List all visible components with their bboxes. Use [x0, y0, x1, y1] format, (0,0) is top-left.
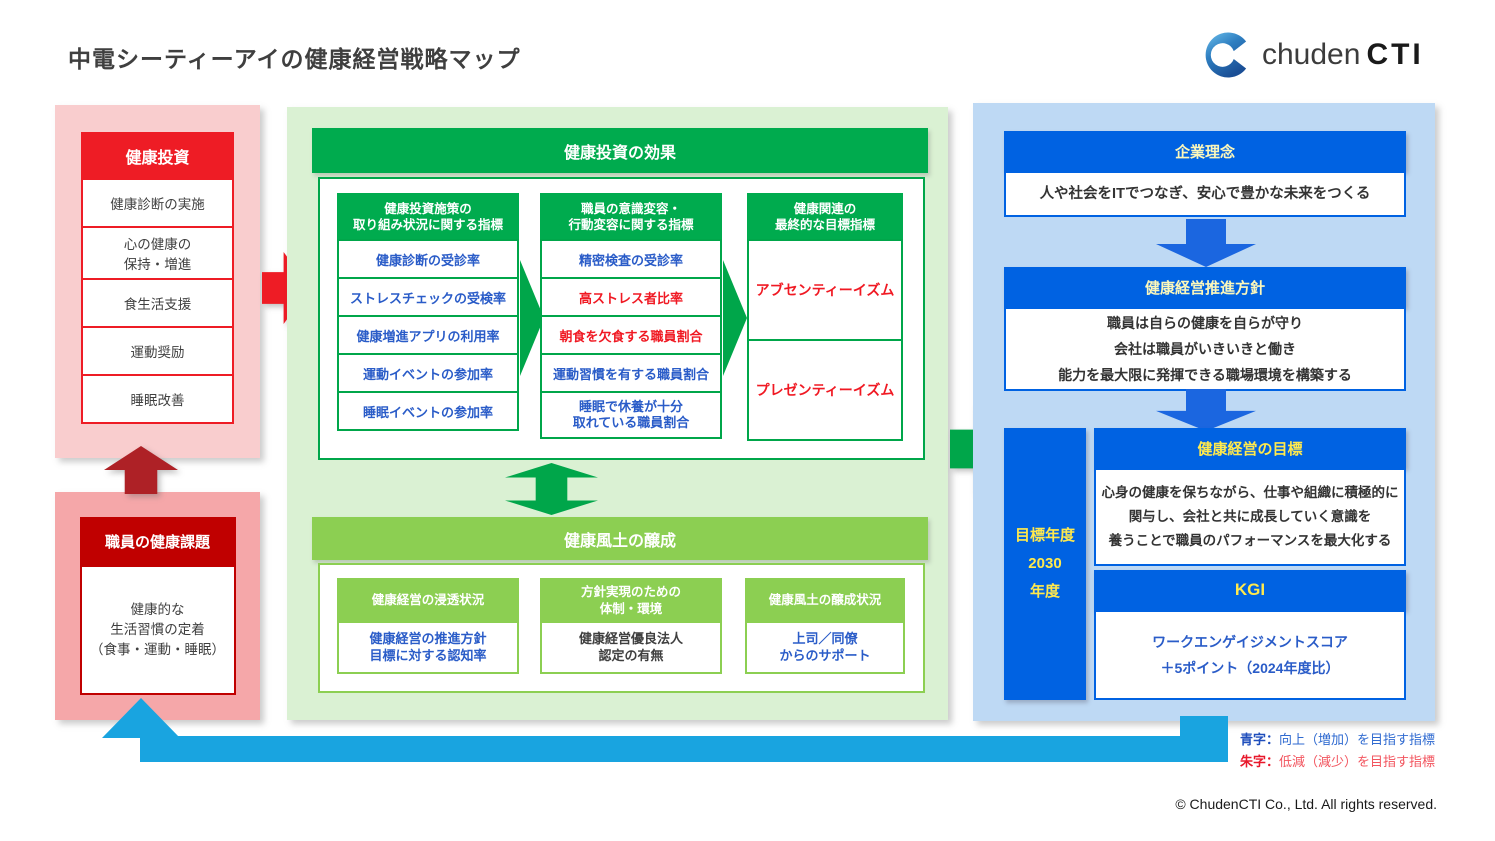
culture-box-structure-body: 健康経営優良法人 認定の有無 — [540, 621, 722, 674]
indicator-cell: 睡眠で休養が十分 取れている職員割合 — [540, 391, 722, 439]
investment-item-diet: 食生活支援 — [81, 278, 234, 328]
investment-item-mental: 心の健康の 保持・増進 — [81, 226, 234, 280]
indicator-cell: 運動イベントの参加率 — [337, 353, 519, 393]
culture-box-climate-header: 健康風土の醸成状況 — [745, 578, 905, 623]
health-issues-panel: 職員の健康課題 健康的な 生活習慣の定着 （食事・運動・睡眠） — [55, 492, 260, 720]
management-goals-panel: 企業理念 人や社会をITでつなぎ、安心で豊かな未来をつくる 健康経営推進方針 職… — [973, 103, 1435, 721]
culture-box-structure-header: 方針実現のための 体制・環境 — [540, 578, 722, 623]
philosophy-to-policy-arrow — [1156, 219, 1256, 267]
indicator-cell: 睡眠イベントの参加率 — [337, 391, 519, 431]
legend-blue-text: 向上（増加）を目指す指標 — [1279, 732, 1436, 747]
culture-box-climate: 健康風土の醸成状況 上司／同僚 からのサポート — [745, 578, 905, 674]
effects-column-initiatives-header: 健康投資施策の 取り組み状況に関する指標 — [337, 193, 519, 241]
culture-box-penetration-body: 健康経営の推進方針 目標に対する認知率 — [337, 621, 519, 674]
indicator-cell: 精密検査の受診率 — [540, 239, 722, 279]
culture-box-structure: 方針実現のための 体制・環境 健康経営優良法人 認定の有無 — [540, 578, 722, 674]
health-investment-title: 健康投資 — [81, 132, 234, 180]
legend: 青字：向上（増加）を目指す指標 朱字：低減（減少）を目指す指標 — [1240, 729, 1435, 773]
investment-item-checkup: 健康診断の実施 — [81, 178, 234, 228]
indicator-cell: 高ストレス者比率 — [540, 277, 722, 317]
feedback-arrow-horizontal — [140, 736, 1228, 762]
culture-box-climate-body: 上司／同僚 からのサポート — [745, 621, 905, 674]
page-title: 中電シーティーアイの健康経営戦略マップ — [68, 46, 521, 72]
effects-column-final-goals-header: 健康関連の 最終的な目標指標 — [747, 193, 903, 241]
indicator-cell: 朝食を欠食する職員割合 — [540, 315, 722, 355]
company-logo: chuden CTI — [1200, 28, 1424, 82]
copyright-notice: © ChudenCTI Co., Ltd. All rights reserve… — [1175, 796, 1437, 812]
effects-column-final-goals: 健康関連の 最終的な目標指標 アブセンティーイズム プレゼンティーイズム — [747, 193, 903, 441]
legend-red-text: 低減（減少）を目指す指標 — [1279, 754, 1436, 769]
culture-title: 健康風土の醸成 — [312, 517, 928, 560]
logo-text-chuden: chuden — [1262, 38, 1361, 71]
culture-box-penetration-header: 健康経営の浸透状況 — [337, 578, 519, 623]
policy-title: 健康経営推進方針 — [1004, 267, 1406, 307]
indicator-cell: 健康増進アプリの利用率 — [337, 315, 519, 355]
health-issues-title: 職員の健康課題 — [79, 517, 236, 565]
indicator-cell: プレゼンティーイズム — [747, 339, 903, 441]
kgi-title: KGI — [1094, 570, 1406, 610]
issues-to-investment-arrow — [104, 446, 178, 494]
investment-item-exercise: 運動奨励 — [81, 326, 234, 376]
logo-text-cti: CTI — [1366, 38, 1424, 71]
philosophy-body: 人や社会をITでつなぎ、安心で豊かな未来をつくる — [1004, 171, 1406, 217]
health-investment-panel: 健康投資 健康診断の実施 心の健康の 保持・増進 食生活支援 運動奨励 睡眠改善 — [55, 105, 260, 458]
policy-body: 職員は自らの健康を自らが守り 会社は職員がいきいきと働き 能力を最大限に発揮でき… — [1004, 307, 1406, 391]
health-issues-body: 健康的な 生活習慣の定着 （食事・運動・睡眠） — [79, 565, 236, 695]
goal-body: 心身の健康を保ちながら、仕事や組織に積極的に 関与し、会社と共に成長していく意識… — [1094, 468, 1406, 566]
indicator-cell: ストレスチェックの受検率 — [337, 277, 519, 317]
legend-blue-prefix: 青字： — [1240, 732, 1280, 747]
legend-blue-line: 青字：向上（増加）を目指す指標 — [1240, 729, 1435, 751]
legend-red-line: 朱字：低減（減少）を目指す指標 — [1240, 751, 1435, 773]
investment-item-sleep: 睡眠改善 — [81, 374, 234, 424]
investment-effects-title: 健康投資の効果 — [312, 128, 928, 173]
legend-red-prefix: 朱字： — [1240, 754, 1280, 769]
effects-column-behavior: 職員の意識変容・ 行動変容に関する指標 精密検査の受診率 高ストレス者比率 朝食… — [540, 193, 722, 439]
effects-column-behavior-header: 職員の意識変容・ 行動変容に関する指標 — [540, 193, 722, 241]
chuden-cti-logo-icon — [1205, 32, 1247, 78]
effects-culture-double-arrow — [505, 463, 598, 515]
investment-effects-panel: 健康投資の効果 健康投資施策の 取り組み状況に関する指標 健康診断の受診率 スト… — [287, 107, 948, 720]
indicator-cell: 健康診断の受診率 — [337, 239, 519, 279]
indicator-cell: 運動習慣を有する職員割合 — [540, 353, 722, 393]
indicator-cell: アブセンティーイズム — [747, 239, 903, 341]
culture-box-penetration: 健康経営の浸透状況 健康経営の推進方針 目標に対する認知率 — [337, 578, 519, 674]
kgi-body: ワークエンゲイジメントスコア ＋5ポイント（2024年度比） — [1094, 610, 1406, 700]
effects-column-initiatives: 健康投資施策の 取り組み状況に関する指標 健康診断の受診率 ストレスチェックの受… — [337, 193, 519, 431]
goal-title: 健康経営の目標 — [1094, 428, 1406, 468]
policy-to-goal-arrow — [1156, 389, 1256, 431]
philosophy-title: 企業理念 — [1004, 131, 1406, 171]
target-year-box: 目標年度 2030 年度 — [1004, 428, 1086, 700]
